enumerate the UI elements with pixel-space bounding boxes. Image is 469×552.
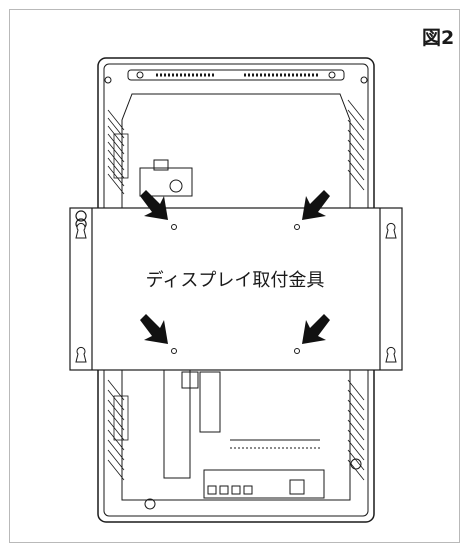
figure-number: 図2 bbox=[422, 27, 455, 49]
arrow-icon bbox=[302, 190, 330, 220]
arrow-icon bbox=[140, 314, 168, 344]
screw-hole-icon bbox=[171, 224, 177, 230]
keyhole-icon bbox=[385, 346, 397, 363]
bracket-label: ディスプレイ取付金具 bbox=[145, 270, 325, 291]
arrow-icon bbox=[302, 314, 330, 344]
arrow-icon bbox=[140, 190, 168, 220]
screw-hole-icon bbox=[294, 224, 300, 230]
keyhole-icon bbox=[75, 222, 87, 239]
keyhole-icon bbox=[385, 222, 397, 239]
screw-hole-icon bbox=[294, 348, 300, 354]
keyhole-icon bbox=[75, 346, 87, 363]
mounting-bracket bbox=[69, 207, 403, 371]
screw-hole-icon bbox=[171, 348, 177, 354]
